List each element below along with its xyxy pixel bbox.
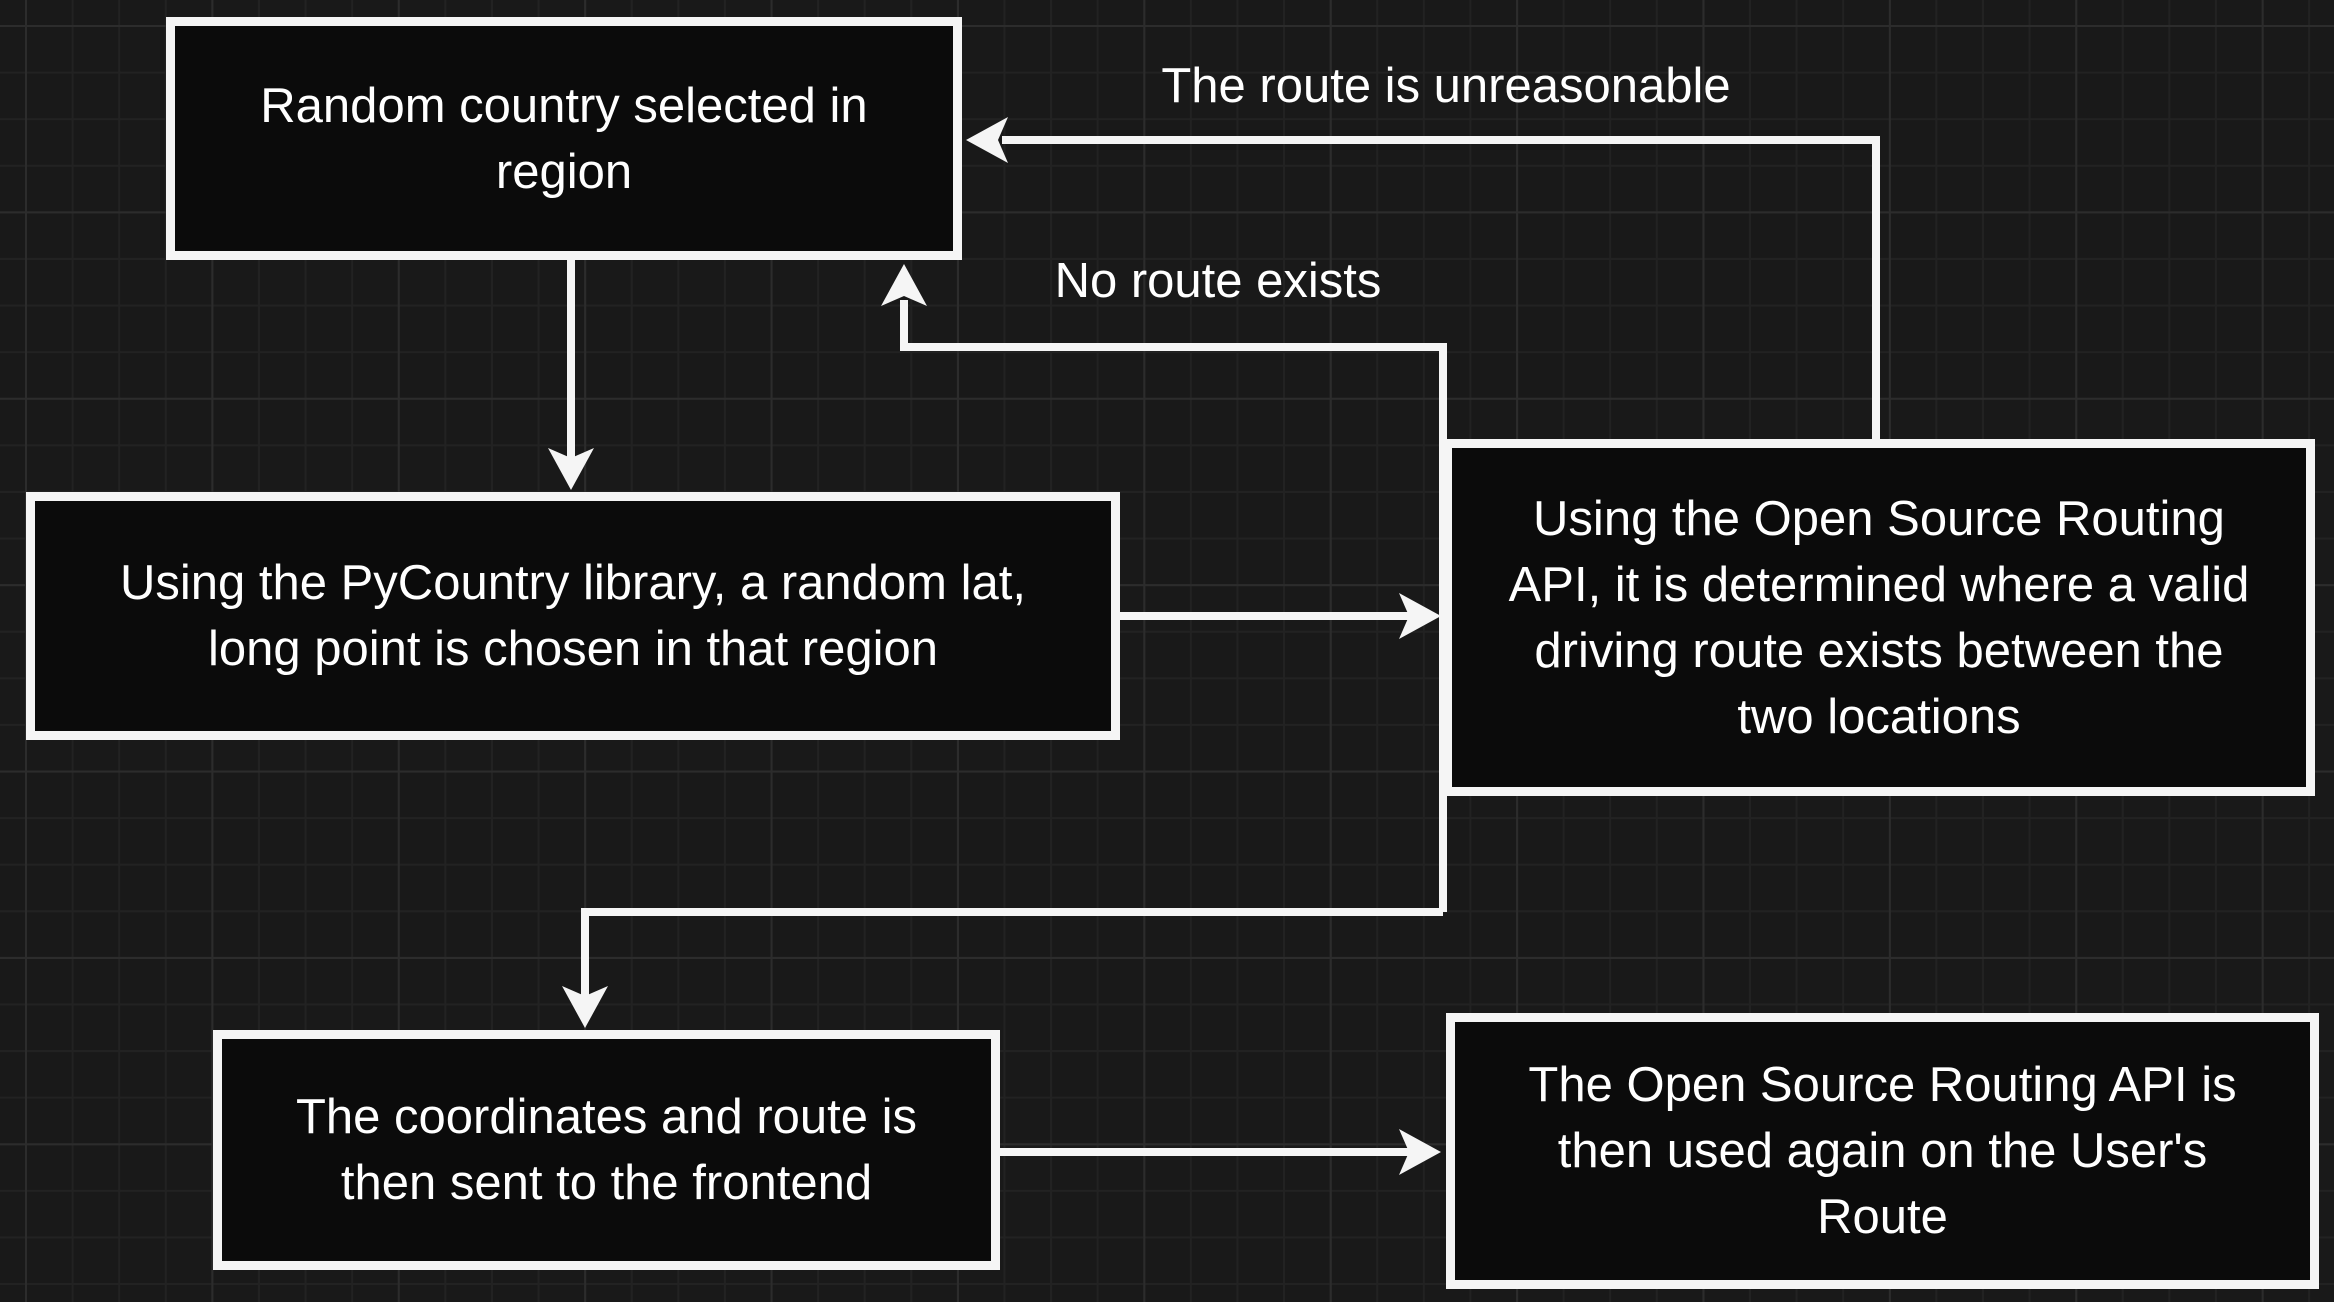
arrowhead-down-icon — [562, 986, 608, 1028]
edge-label-no-route[interactable]: No route exists — [1054, 254, 1382, 308]
node-osrm-check[interactable]: Using the Open Source Routing API, it is… — [1443, 439, 2315, 796]
edge-country-to-point[interactable] — [548, 256, 594, 490]
arrowhead-right-icon — [1399, 1129, 1441, 1175]
node-osrm-user-route[interactable]: The Open Source Routing API is then used… — [1446, 1013, 2319, 1289]
node-pycountry-point[interactable]: Using the PyCountry library, a random la… — [26, 492, 1120, 740]
edge-frontend-to-osrm-user[interactable] — [1000, 1129, 1441, 1175]
edge-osrm-to-frontend[interactable] — [562, 908, 1443, 1028]
node-random-country[interactable]: Random country selected in region — [166, 17, 962, 260]
arrowhead-up-icon — [881, 264, 927, 306]
edge-label-route-unreasonable[interactable]: The route is unreasonable — [1161, 59, 1731, 113]
edge-point-to-osrm[interactable] — [1116, 593, 1441, 639]
arrowhead-left-icon — [966, 117, 1008, 163]
edge-osrm-to-country-unreasonable[interactable] — [966, 117, 1880, 441]
arrowhead-right-icon — [1399, 593, 1441, 639]
node-send-frontend[interactable]: The coordinates and route is then sent t… — [213, 1030, 1000, 1270]
arrowhead-down-icon — [548, 448, 594, 490]
